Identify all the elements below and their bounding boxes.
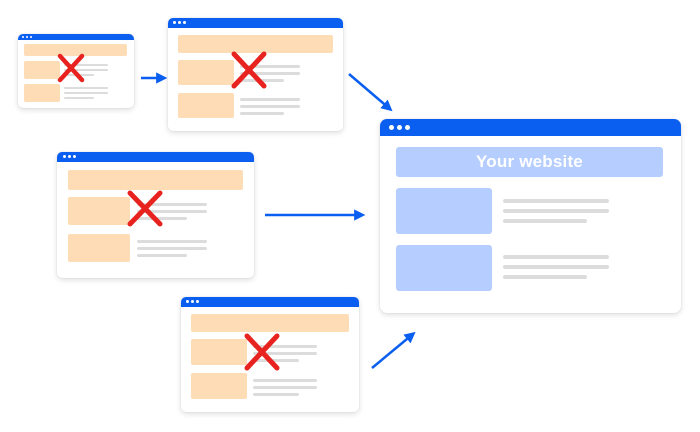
text-line [137,247,207,250]
text-line [137,203,207,206]
window-dot [73,155,76,158]
competitor-window-1 [18,34,134,108]
image-block [191,339,247,365]
header-block [68,170,243,190]
text-line [137,217,187,220]
hero-label: Your website [476,152,583,171]
text-line [137,254,187,257]
text-line [64,92,108,94]
text-line [253,345,317,348]
window-titlebar [57,152,254,162]
window-titlebar [18,34,134,40]
text-line [64,97,94,99]
window-dot [183,21,186,24]
image-block [396,188,492,234]
text-line [137,240,207,243]
text-line [137,210,207,213]
image-block [24,61,60,79]
competitor-window-4 [181,297,359,412]
text-line [64,69,108,71]
image-block [24,84,60,102]
text-line [503,219,587,223]
window-dot [26,36,28,38]
text-line [253,359,299,362]
text-line [240,112,284,115]
text-line [253,386,317,389]
window-dot [173,21,176,24]
window-dot [397,125,402,130]
text-line [253,393,299,396]
window-titlebar [380,119,681,136]
image-block [178,93,234,118]
red-x-cross-icon [57,53,85,83]
text-line [64,64,108,66]
text-line [503,199,609,203]
window-dot [30,36,32,38]
window-dot [389,125,394,130]
window-dot [186,300,189,303]
hero-banner: Your website [396,147,663,177]
red-x-cross-icon [127,190,163,227]
text-line [503,275,587,279]
text-line [253,352,317,355]
text-line [253,379,317,382]
header-block [191,314,349,332]
header-block [178,35,333,53]
image-block [68,197,130,225]
text-line [64,87,108,89]
main-website-window: Your website [380,119,681,313]
window-dot [22,36,24,38]
text-line [240,65,300,68]
image-block [178,60,234,85]
window-titlebar [181,297,359,307]
image-block [396,245,492,291]
arrow-icon [348,73,393,112]
text-line [240,105,300,108]
header-block [24,44,127,56]
text-line [240,98,300,101]
arrow-icon [371,331,416,369]
window-dot [68,155,71,158]
window-dot [63,155,66,158]
image-block [68,234,130,262]
window-dot [196,300,199,303]
text-line [503,255,609,259]
image-block [191,373,247,399]
text-line [503,209,609,213]
window-titlebar [168,18,343,28]
red-x-cross-icon [231,51,267,89]
competitor-window-3 [57,152,254,278]
text-line [240,72,300,75]
window-dot [191,300,194,303]
red-x-cross-icon [244,333,280,371]
text-line [503,265,609,269]
window-dot [405,125,410,130]
window-dot [178,21,181,24]
